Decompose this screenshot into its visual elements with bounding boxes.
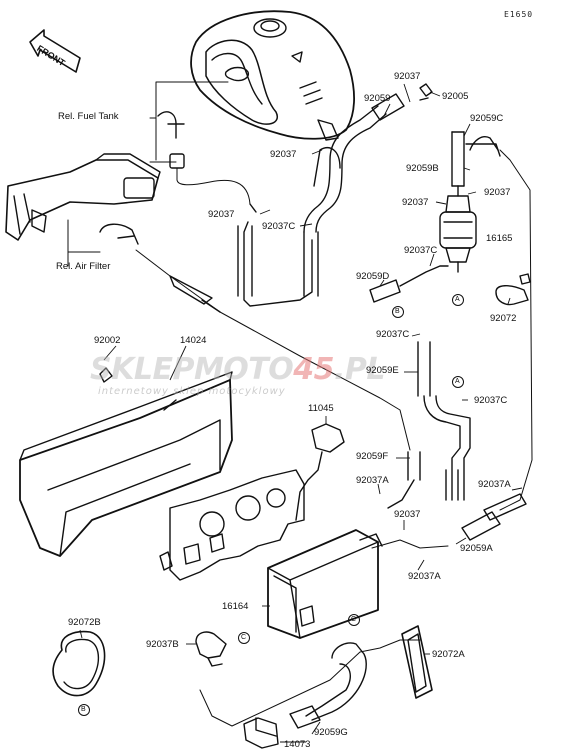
part-label: 92072B — [68, 617, 101, 628]
diagram-code: E1650 — [504, 10, 534, 19]
watermark-brand: SKLEPMOTO45.PL — [90, 352, 386, 387]
part-label: 92037C — [474, 395, 508, 406]
part-label: 92072A — [432, 649, 465, 660]
part-label: 16165 — [486, 233, 513, 244]
part-label: 92037 — [270, 149, 297, 160]
part-label: 92059E — [366, 365, 399, 376]
canister-illustration — [267, 529, 383, 639]
marker-b-circle — [392, 306, 404, 318]
marker-c2-circle — [348, 614, 360, 626]
part-label: 92037 — [402, 197, 429, 208]
fuel-tank-illustration — [190, 10, 355, 141]
part-label: 92037 — [394, 71, 421, 82]
part-label: 92037A — [478, 479, 511, 490]
marker-b2-circle — [78, 704, 90, 716]
part-label: 92059D — [356, 271, 390, 282]
part-label: 92059 — [364, 93, 391, 104]
part-label: 14073 — [284, 739, 311, 750]
watermark-brand-b: 45 — [293, 352, 335, 387]
ref-air-filter-label: Rel. Air Filter — [56, 261, 111, 272]
part-label: 92059A — [460, 543, 493, 554]
part-label: 92059F — [356, 451, 389, 462]
ref-fuel-tank-label: Rel. Fuel Tank — [58, 111, 119, 122]
marker-a2-circle — [452, 376, 464, 388]
part-label: 92037C — [404, 245, 438, 256]
marker-c-label: C — [241, 634, 247, 641]
marker-a2-label: A — [455, 378, 460, 385]
marker-c-circle — [238, 632, 250, 644]
marker-a-label: A — [455, 296, 460, 303]
marker-b-label: B — [395, 308, 400, 315]
watermark-brand-c: .PL — [334, 352, 386, 387]
part-label: 92037A — [356, 475, 389, 486]
front-arrow-icon — [29, 29, 81, 73]
part-label: 92059B — [406, 163, 439, 174]
part-label: 92037 — [394, 509, 421, 520]
bracket-illustration — [159, 423, 345, 581]
part-label: 11045 — [308, 403, 334, 414]
watermark-brand-a: SKLEPMOTO — [90, 352, 294, 387]
part-label: 92037B — [146, 639, 179, 650]
part-label: 92059C — [470, 113, 504, 124]
canister-cover-illustration — [19, 367, 233, 557]
part-label: 92037C — [262, 221, 296, 232]
marker-c2-label: C — [351, 616, 357, 623]
part-label: 92037 — [208, 209, 235, 220]
part-label: 92059G — [314, 727, 348, 738]
air-filter-illustration — [5, 153, 161, 241]
part-label: 92037 — [484, 187, 511, 198]
part-label: 92037A — [408, 571, 441, 582]
part-label: 92037C — [376, 329, 410, 340]
marker-b2-label: B — [81, 706, 86, 713]
part-label: 14024 — [180, 335, 207, 346]
watermark-tagline: internetowy sklep motocyklowy — [98, 386, 286, 397]
fuel-filter-illustration — [439, 185, 477, 273]
part-label: 92002 — [94, 335, 121, 346]
marker-a-circle — [452, 294, 464, 306]
part-label: 16164 — [222, 601, 249, 612]
part-label: 92072 — [490, 313, 517, 324]
part-label: 92005 — [442, 91, 469, 102]
